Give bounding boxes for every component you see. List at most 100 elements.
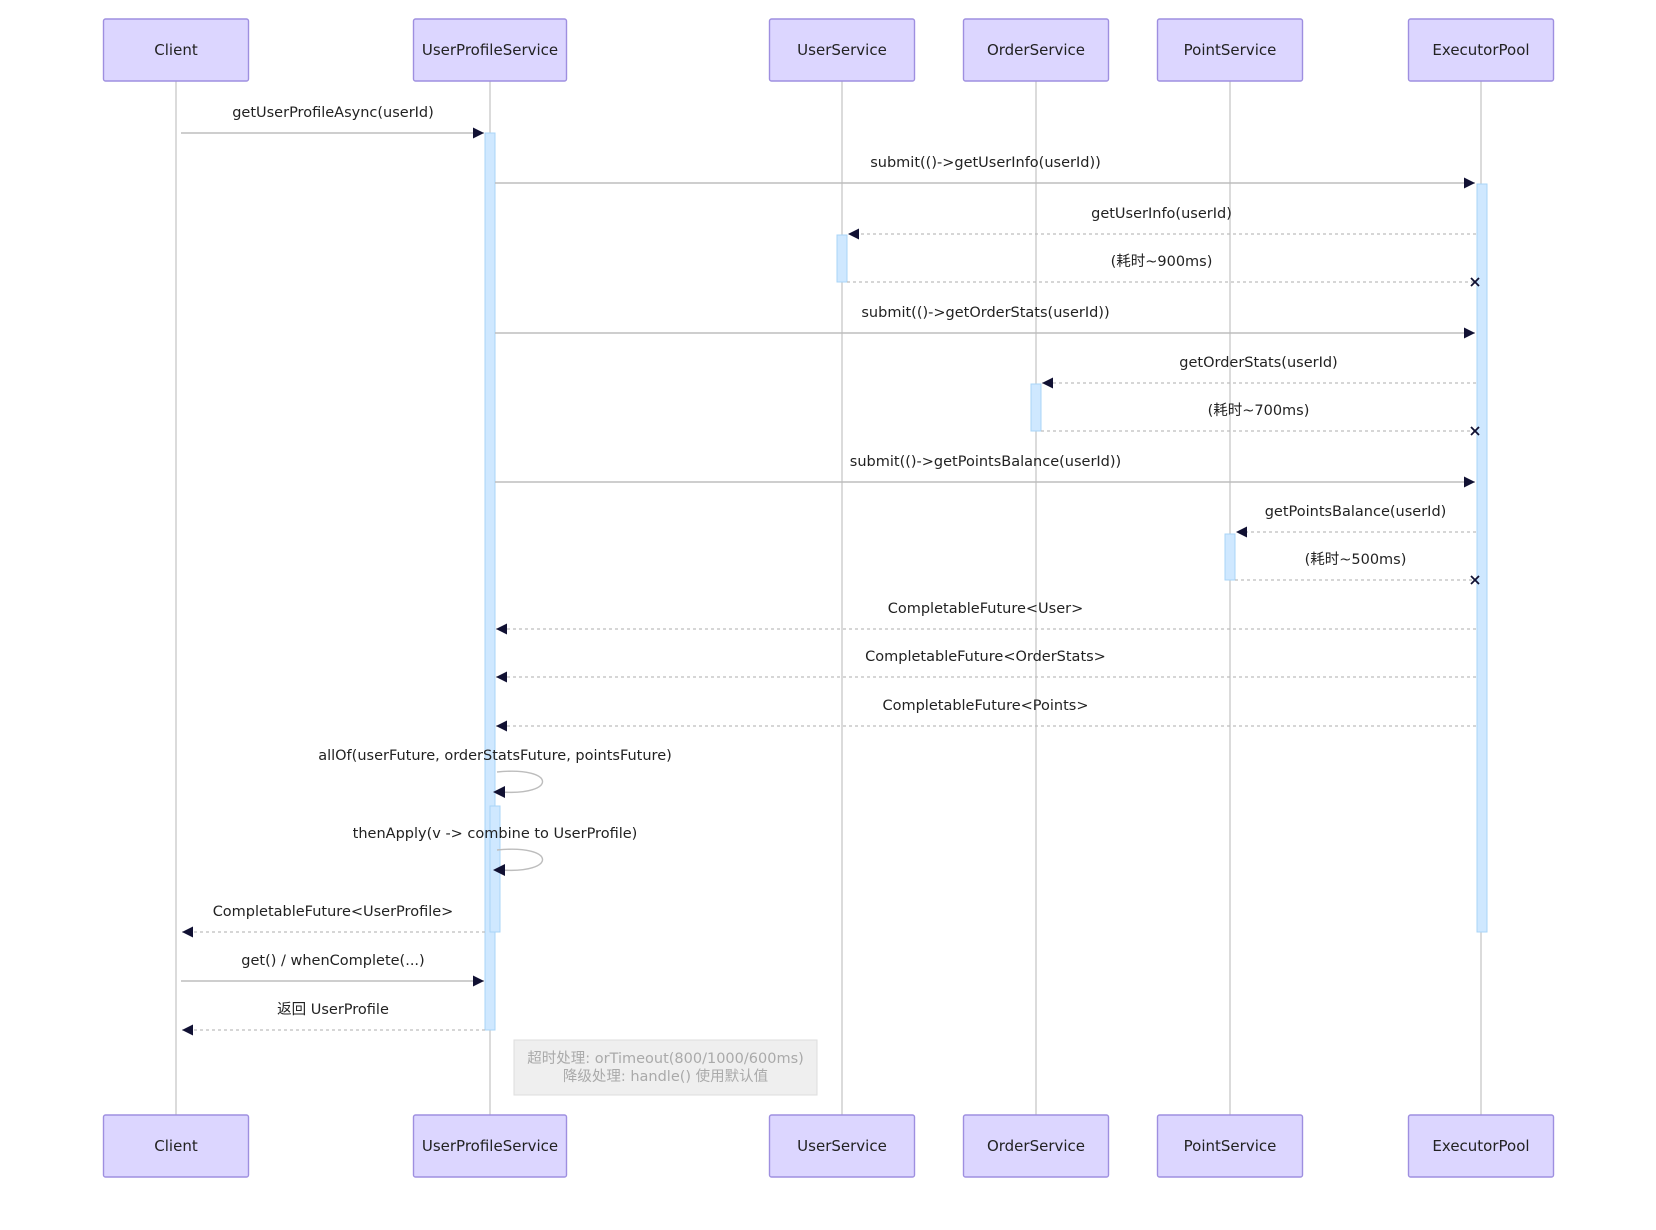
message: (耗时~700ms) bbox=[1041, 402, 1480, 436]
participant-label: OrderService bbox=[987, 1137, 1085, 1155]
participant-box bbox=[412, 18, 568, 82]
message-label: CompletableFuture<User> bbox=[888, 601, 1084, 617]
participant-client-top: Client bbox=[102, 18, 250, 82]
message-line bbox=[496, 770, 544, 794]
participant-ps-bottom: PointService bbox=[1156, 1114, 1304, 1178]
participant-client-bottom: Client bbox=[102, 1114, 250, 1178]
participant-os-bottom: OrderService bbox=[962, 1114, 1110, 1178]
message: getUserProfileAsync(userId) bbox=[181, 105, 484, 139]
message-label: CompletableFuture<OrderStats> bbox=[865, 649, 1106, 665]
arrow-head bbox=[496, 623, 507, 635]
participant-ups-bottom: UserProfileService bbox=[412, 1114, 568, 1178]
participant-box bbox=[768, 18, 916, 82]
message: getUserInfo(userId) bbox=[848, 206, 1476, 240]
message: (耗时~500ms) bbox=[1235, 551, 1480, 585]
message-label: submit(()->getUserInfo(userId)) bbox=[870, 155, 1101, 171]
message-label: thenApply(v -> combine to UserProfile) bbox=[353, 826, 638, 842]
participant-box bbox=[1156, 18, 1304, 82]
activation-bar bbox=[484, 132, 496, 1031]
participant-label: UserProfileService bbox=[422, 1137, 558, 1155]
arrow-head bbox=[496, 671, 507, 683]
note-box bbox=[513, 1039, 818, 1096]
message: (耗时~900ms) bbox=[847, 253, 1480, 287]
note-text: 超时处理: orTimeout(800/1000/600ms) bbox=[527, 1050, 804, 1067]
message-label: 返回 UserProfile bbox=[277, 1001, 389, 1018]
message-label: (耗时~500ms) bbox=[1305, 551, 1407, 568]
participant-label: UserService bbox=[797, 41, 887, 59]
message: submit(()->getUserInfo(userId)) bbox=[495, 155, 1475, 189]
cross-head bbox=[1470, 575, 1480, 585]
message: get() / whenComplete(...) bbox=[181, 953, 484, 987]
activation-bar bbox=[1224, 533, 1236, 581]
message: 返回 UserProfile bbox=[182, 1001, 485, 1036]
participant-ep-bottom: ExecutorPool bbox=[1407, 1114, 1555, 1178]
participant-box bbox=[1156, 1114, 1304, 1178]
participant-us-top: UserService bbox=[768, 18, 916, 82]
message: CompletableFuture<Points> bbox=[496, 698, 1476, 732]
participant-ups-top: UserProfileService bbox=[412, 18, 568, 82]
activation-bar bbox=[1030, 383, 1042, 432]
message-label: getUserProfileAsync(userId) bbox=[232, 105, 434, 121]
arrow-head bbox=[493, 864, 505, 876]
activation-bar bbox=[836, 234, 848, 283]
participant-label: Client bbox=[154, 41, 198, 59]
message-label: submit(()->getOrderStats(userId)) bbox=[861, 305, 1109, 321]
arrow-head bbox=[1464, 327, 1475, 339]
message: getPointsBalance(userId) bbox=[1236, 504, 1476, 538]
participant-box bbox=[962, 1114, 1110, 1178]
message: getOrderStats(userId) bbox=[1042, 355, 1476, 389]
message: submit(()->getOrderStats(userId)) bbox=[495, 305, 1475, 339]
participant-label: ExecutorPool bbox=[1432, 1137, 1529, 1155]
participant-box bbox=[768, 1114, 916, 1178]
arrow-head bbox=[182, 926, 193, 938]
participant-ep-top: ExecutorPool bbox=[1407, 18, 1555, 82]
message: thenApply(v -> combine to UserProfile) bbox=[353, 826, 638, 876]
participant-box bbox=[1407, 1114, 1555, 1178]
participant-label: PointService bbox=[1184, 1137, 1277, 1155]
message: CompletableFuture<UserProfile> bbox=[182, 904, 485, 938]
participant-ps-top: PointService bbox=[1156, 18, 1304, 82]
message-label: (耗时~700ms) bbox=[1208, 402, 1310, 419]
participant-box bbox=[412, 1114, 568, 1178]
message-label: CompletableFuture<Points> bbox=[882, 698, 1088, 714]
participant-box bbox=[1407, 18, 1555, 82]
message-label: get() / whenComplete(...) bbox=[241, 953, 424, 969]
arrow-head bbox=[473, 127, 484, 139]
participant-os-top: OrderService bbox=[962, 18, 1110, 82]
message-label: (耗时~900ms) bbox=[1111, 253, 1213, 270]
participant-label: Client bbox=[154, 1137, 198, 1155]
arrow-head bbox=[1464, 476, 1475, 488]
participant-box bbox=[102, 1114, 250, 1178]
message: CompletableFuture<OrderStats> bbox=[496, 649, 1476, 683]
message-label: CompletableFuture<UserProfile> bbox=[213, 904, 454, 920]
activation-bar bbox=[1476, 183, 1488, 933]
participant-label: PointService bbox=[1184, 41, 1277, 59]
participant-box bbox=[962, 18, 1110, 82]
cross-head bbox=[1470, 277, 1480, 287]
participant-us-bottom: UserService bbox=[768, 1114, 916, 1178]
arrow-head bbox=[1042, 377, 1053, 389]
arrow-head bbox=[1464, 177, 1475, 189]
message: allOf(userFuture, orderStatsFuture, poin… bbox=[318, 748, 672, 798]
message: submit(()->getPointsBalance(userId)) bbox=[495, 454, 1475, 488]
arrow-head bbox=[496, 720, 507, 732]
arrow-head bbox=[848, 228, 859, 240]
message: CompletableFuture<User> bbox=[496, 601, 1476, 635]
message-line bbox=[496, 848, 544, 872]
arrow-head bbox=[1236, 526, 1247, 538]
arrow-head bbox=[473, 975, 484, 987]
participant-label: UserProfileService bbox=[422, 41, 558, 59]
participant-label: UserService bbox=[797, 1137, 887, 1155]
arrow-head bbox=[182, 1024, 193, 1036]
participant-label: OrderService bbox=[987, 41, 1085, 59]
note: 超时处理: orTimeout(800/1000/600ms)降级处理: han… bbox=[513, 1039, 818, 1096]
cross-head bbox=[1470, 426, 1480, 436]
participant-label: ExecutorPool bbox=[1432, 41, 1529, 59]
message-label: getUserInfo(userId) bbox=[1091, 206, 1232, 222]
message-label: submit(()->getPointsBalance(userId)) bbox=[850, 454, 1121, 470]
message-label: getPointsBalance(userId) bbox=[1265, 504, 1447, 520]
arrow-head bbox=[493, 786, 505, 798]
message-label: allOf(userFuture, orderStatsFuture, poin… bbox=[318, 748, 672, 764]
